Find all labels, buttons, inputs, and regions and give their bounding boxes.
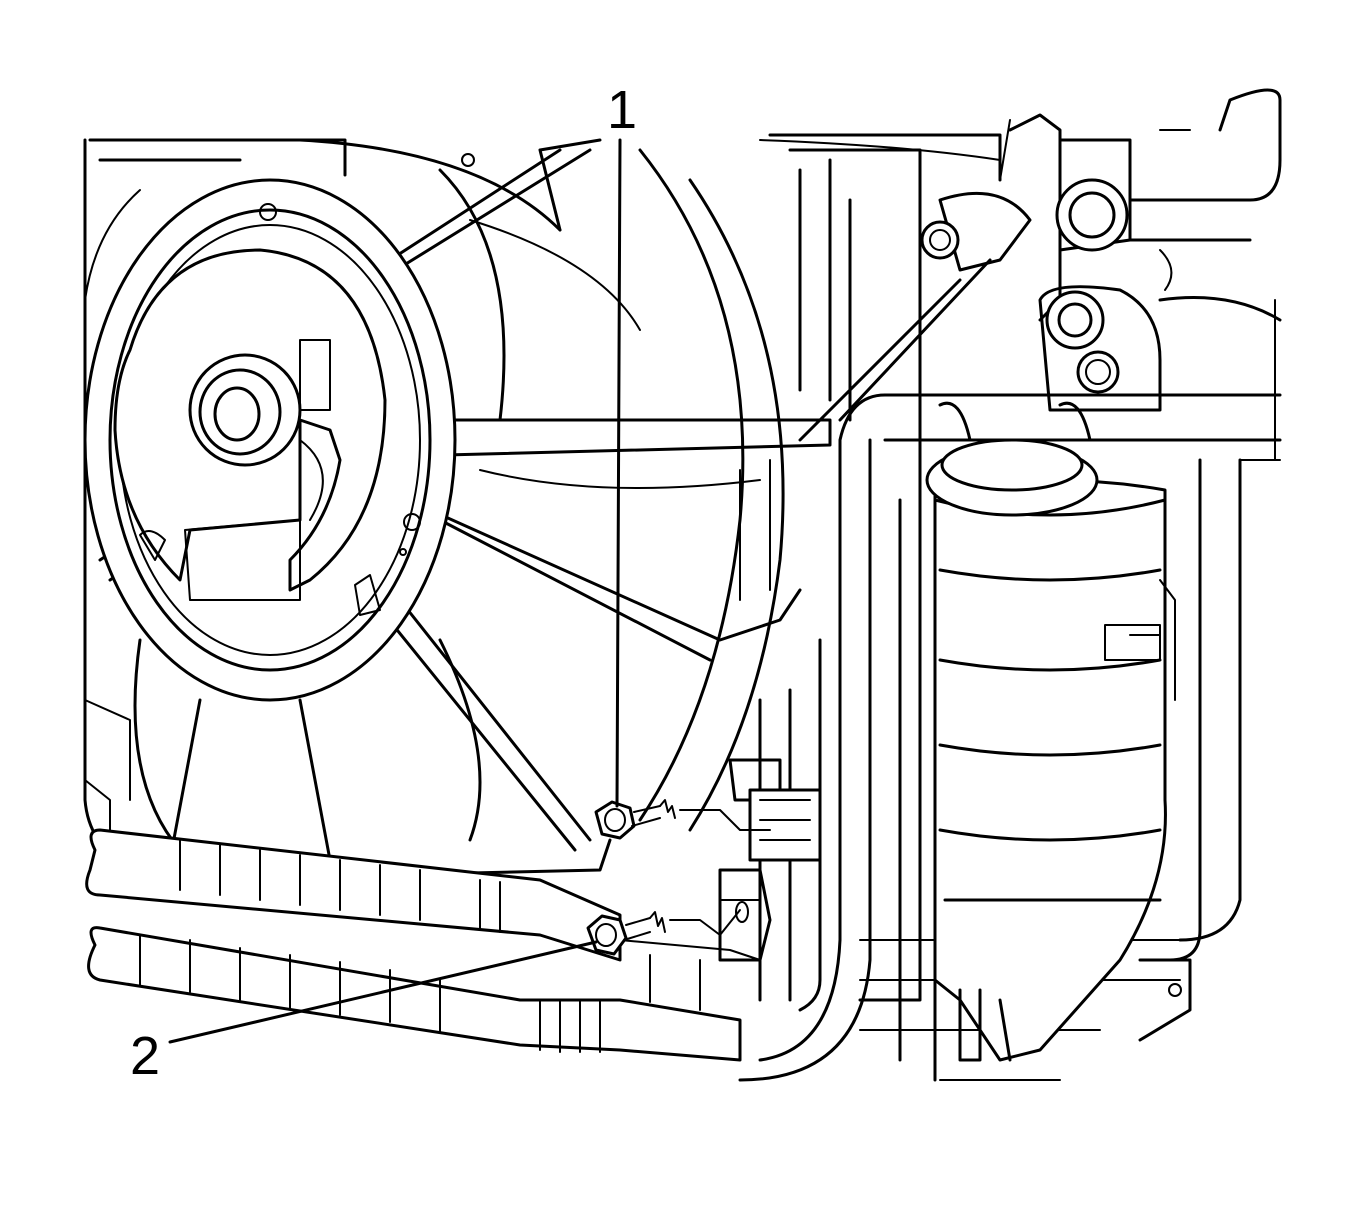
- upper-bracket: [798, 88, 1282, 442]
- hose-lower: [87, 926, 761, 1062]
- lower-mount: [718, 638, 1192, 1062]
- bolt-2: [586, 909, 741, 956]
- callout-1: 1: [607, 80, 637, 808]
- callout-2-label: 2: [130, 1026, 160, 1086]
- hose-upper: [85, 828, 622, 962]
- fan-blades: [133, 148, 785, 862]
- shroud-spokes: [98, 148, 832, 852]
- motor-cover: [113, 248, 387, 601]
- callout-2: 2: [130, 940, 598, 1086]
- receiver-dryer: [925, 438, 1176, 1062]
- ring-fasteners: [139, 153, 475, 616]
- callout-1-label: 1: [607, 80, 637, 140]
- bolt-1: [594, 799, 771, 840]
- ac-lines: [738, 299, 1282, 1082]
